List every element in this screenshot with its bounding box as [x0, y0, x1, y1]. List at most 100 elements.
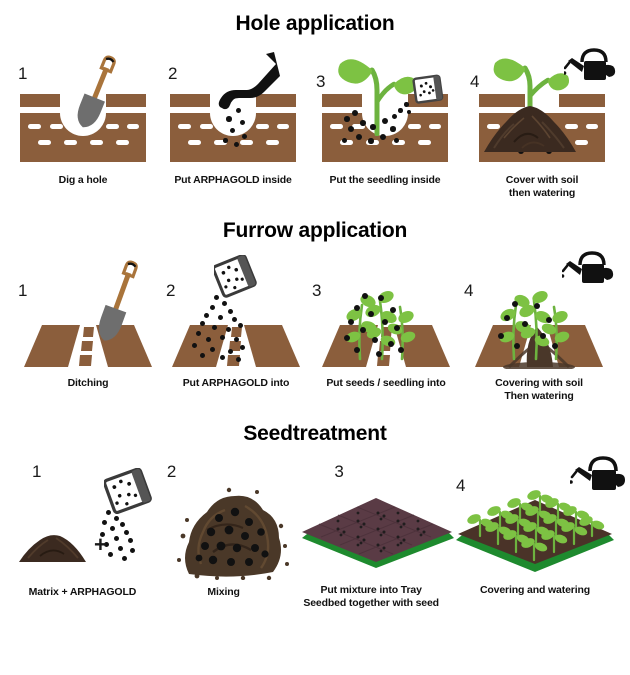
step-caption: Dig a hole	[58, 174, 108, 186]
seedling-icon	[499, 291, 570, 361]
granule	[228, 309, 233, 314]
granule	[368, 138, 374, 144]
soil-texture-dash	[106, 124, 119, 129]
soil-texture-dash	[586, 124, 598, 129]
panel-hole-step-2: 2	[162, 50, 304, 199]
panel-seed-step-3: 3	[292, 460, 455, 609]
furrow-segment	[231, 327, 242, 337]
granule	[540, 333, 546, 339]
granule	[232, 317, 237, 322]
granule	[390, 307, 396, 313]
granule	[200, 353, 205, 358]
granule	[342, 138, 347, 143]
soil-texture-dash	[200, 124, 213, 129]
step-number: 1	[18, 64, 28, 83]
granule	[352, 110, 358, 116]
soil-surface-right	[559, 94, 605, 107]
granule	[512, 301, 518, 307]
furrow-bed-right	[244, 325, 300, 367]
granule	[234, 142, 239, 147]
granule	[230, 128, 235, 133]
furrow-segment	[83, 327, 94, 337]
granule	[238, 323, 243, 328]
granule	[226, 327, 231, 332]
granule	[128, 538, 133, 543]
soil-texture-dash	[188, 140, 201, 145]
step-caption: Covering and watering	[479, 584, 591, 596]
soil-texture-dash	[28, 124, 41, 129]
granule	[204, 313, 209, 318]
panel-furrow-step-2: 2	[162, 255, 310, 402]
panel-hole-step-1: 1	[12, 50, 154, 199]
soil-texture-dash	[429, 124, 441, 129]
section-hole-application: Hole application 1	[0, 0, 630, 199]
granule	[114, 516, 119, 521]
step-caption: Put seeds / seedling into	[326, 377, 446, 389]
soil-texture-dash	[277, 124, 289, 129]
watering-can-icon	[562, 251, 614, 283]
granule	[214, 295, 219, 300]
granule	[344, 335, 350, 341]
panel-row-furrow: 1	[0, 251, 630, 402]
dug-hole	[362, 94, 408, 136]
granule	[376, 351, 382, 357]
granule	[212, 325, 217, 330]
hand-icon	[218, 52, 280, 110]
granule	[236, 357, 241, 362]
granule	[192, 343, 197, 348]
granule	[380, 134, 386, 140]
granule	[522, 321, 528, 327]
granule	[378, 295, 384, 301]
granule	[226, 116, 232, 122]
step-number: 3	[316, 72, 326, 91]
step-caption: Cover with soil then watering	[505, 174, 579, 199]
granule	[382, 319, 388, 325]
soil-surface-left	[170, 94, 216, 107]
granule	[218, 315, 223, 320]
soil-texture-dash	[392, 140, 405, 145]
granule	[394, 138, 399, 143]
granule	[242, 134, 247, 139]
step-number: 2	[166, 462, 177, 481]
soil-surface-left	[20, 94, 66, 107]
granule	[223, 138, 228, 143]
step-number: 1	[32, 462, 42, 481]
granule	[236, 108, 241, 113]
panel-seed-step-1: 1 +	[10, 460, 155, 609]
soil-mound	[526, 327, 553, 367]
soil-texture-dash	[408, 124, 421, 129]
soil-texture-dash	[38, 140, 51, 145]
furrow-bed-left	[322, 325, 378, 367]
granule	[200, 321, 205, 326]
granule	[504, 315, 510, 321]
granule	[110, 526, 115, 531]
soil-texture-dash	[266, 140, 279, 145]
granule-bag-icon	[412, 74, 444, 104]
granule-bag-icon	[104, 468, 152, 515]
shovel-icon	[98, 260, 138, 341]
soil-texture-dash	[352, 124, 365, 129]
granule	[348, 126, 354, 132]
granule	[388, 341, 394, 347]
step-number: 3	[334, 462, 344, 481]
granule	[354, 305, 360, 311]
panel-furrow-step-3: 3	[310, 259, 462, 402]
granule	[222, 301, 227, 306]
granule	[398, 347, 404, 353]
granule	[210, 347, 215, 352]
soil-texture-dash	[116, 140, 129, 145]
granule	[362, 293, 368, 299]
granule	[234, 337, 239, 342]
granule-bag-icon	[214, 255, 257, 298]
soil-texture-dash	[127, 124, 139, 129]
step-number: 3	[312, 281, 322, 300]
granule	[404, 102, 409, 107]
furrow-segment	[377, 355, 390, 366]
section-title-hole: Hole application	[235, 12, 395, 35]
granule	[552, 343, 558, 349]
granule	[210, 305, 215, 310]
step-caption: Put mixture into Tray Seedbed together w…	[303, 584, 439, 609]
soil-surface-right	[100, 94, 146, 107]
granule	[360, 327, 366, 333]
soil-texture-dash	[575, 140, 588, 145]
